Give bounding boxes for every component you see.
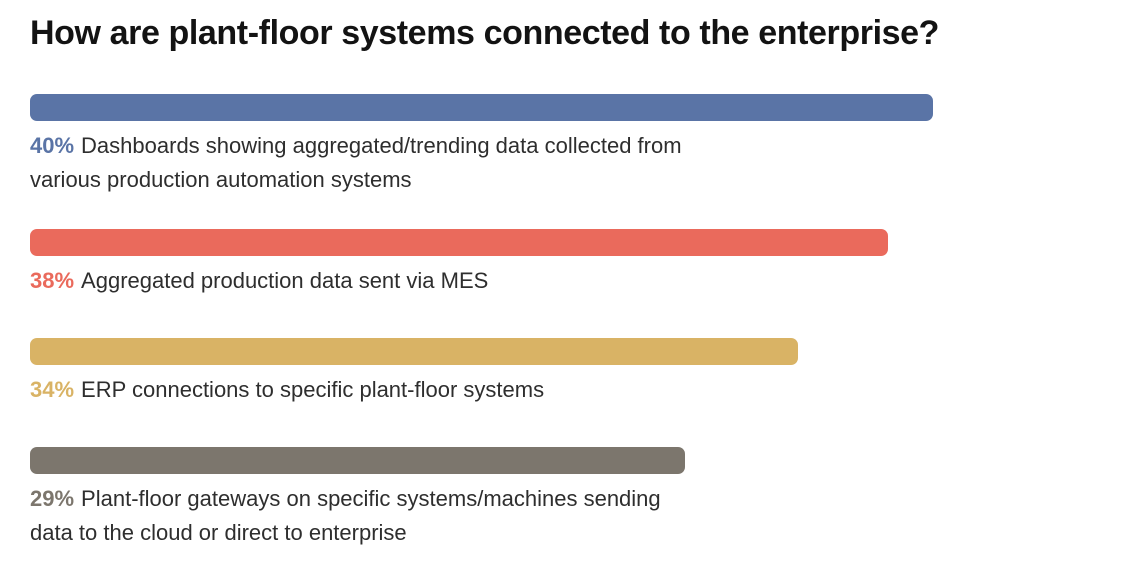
bar-label-line: 38%Aggregated production data sent via M… <box>30 264 488 298</box>
chart-title: How are plant-floor systems connected to… <box>30 14 940 52</box>
bar-mes <box>30 229 888 256</box>
bar-label-line: 29%Plant-floor gateways on specific syst… <box>30 482 661 516</box>
bar-label-dashboards: 40%Dashboards showing aggregated/trendin… <box>30 129 682 197</box>
bar-label-text: Dashboards showing aggregated/trending d… <box>81 133 682 158</box>
bar-label-line: 34%ERP connections to specific plant-flo… <box>30 373 544 407</box>
bar-label-line: various production automation systems <box>30 167 412 192</box>
bar-label-text: Plant-floor gateways on specific systems… <box>81 486 661 511</box>
bar-label-line: data to the cloud or direct to enterpris… <box>30 520 407 545</box>
bar-gateways <box>30 447 685 474</box>
bar-label-text: ERP connections to specific plant-floor … <box>81 377 545 402</box>
bar-label-gateways: 29%Plant-floor gateways on specific syst… <box>30 482 661 550</box>
percent-value: 40% <box>30 133 75 158</box>
bar-label-erp: 34%ERP connections to specific plant-flo… <box>30 373 544 407</box>
bar-label-text: Aggregated production data sent via MES <box>81 268 489 293</box>
bar-dashboards <box>30 94 933 121</box>
bar-label-line: 40%Dashboards showing aggregated/trendin… <box>30 129 682 163</box>
percent-value: 29% <box>30 486 75 511</box>
percent-value: 34% <box>30 377 75 402</box>
bar-erp <box>30 338 798 365</box>
percent-value: 38% <box>30 268 75 293</box>
bar-label-mes: 38%Aggregated production data sent via M… <box>30 264 488 298</box>
